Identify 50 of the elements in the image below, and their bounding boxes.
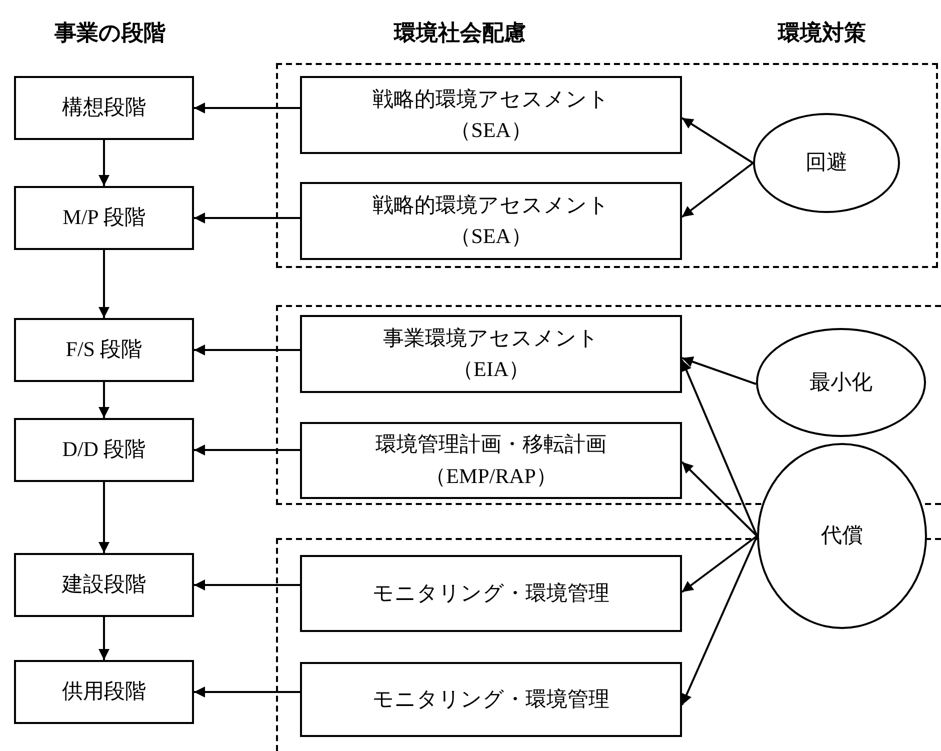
arrow	[681, 461, 758, 537]
arrow	[194, 580, 300, 590]
arrow	[681, 162, 754, 218]
node-text: モニタリング・環境管理	[372, 686, 610, 713]
arrow	[194, 212, 300, 224]
arrow	[681, 536, 758, 706]
process-box	[300, 662, 682, 737]
arrow	[681, 360, 758, 536]
process-box	[300, 422, 682, 499]
arrow	[98, 250, 110, 318]
arrow	[682, 356, 756, 385]
process-box	[300, 76, 682, 154]
process-box	[14, 660, 194, 724]
process-box	[300, 182, 682, 260]
node-text: D/D 段階	[62, 436, 146, 464]
dashed-group-frame	[276, 63, 938, 268]
arrow	[98, 617, 110, 660]
node-text: 環境管理計画・移転計画（EMP/RAP）	[374, 431, 608, 490]
dashed-group-frame	[276, 305, 941, 505]
arrow	[98, 382, 110, 418]
process-box	[300, 315, 682, 393]
process-box	[14, 553, 194, 617]
node-text: 供用段階	[62, 678, 146, 706]
node-text: 事業環境アセスメント（EIA）	[382, 324, 600, 383]
node-text: 戦略的環境アセスメント（SEA）	[372, 86, 610, 144]
process-box	[300, 555, 682, 632]
node-text: M/P 段階	[62, 204, 146, 232]
process-box	[14, 318, 194, 382]
process-box	[14, 186, 194, 250]
arrow	[681, 535, 758, 593]
node-text: F/S 段階	[66, 336, 142, 364]
node-text: 代償	[821, 522, 863, 550]
column-heading: 事業の段階	[54, 19, 166, 47]
node-text: モニタリング・環境管理	[372, 580, 610, 607]
node-text: 回避	[806, 149, 848, 176]
column-heading: 環境社会配慮	[394, 19, 526, 47]
process-box	[14, 76, 194, 140]
node-text: 最小化	[810, 368, 872, 396]
arrow	[194, 344, 300, 356]
arrow	[681, 117, 754, 164]
node-text: 建設段階	[62, 571, 146, 598]
arrow	[194, 686, 300, 698]
node-text: 構想段階	[62, 94, 146, 122]
node-text: 戦略的環境アセスメント（SEA）	[372, 192, 610, 250]
arrow	[194, 102, 300, 114]
process-box	[14, 418, 194, 482]
arrow	[98, 140, 110, 186]
column-heading: 環境対策	[778, 19, 866, 47]
arrow	[98, 482, 110, 553]
arrow	[194, 444, 300, 456]
